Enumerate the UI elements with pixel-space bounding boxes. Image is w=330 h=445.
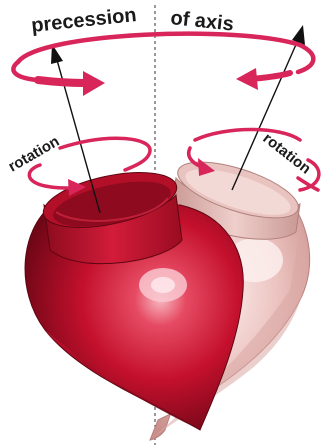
label-precession: precession [30,4,137,37]
label-rotation-right: rotation [260,130,314,178]
precession-arrowhead-right [236,68,258,90]
precession-arrowhead-left [83,71,105,96]
label-of-axis: of axis [169,7,234,36]
